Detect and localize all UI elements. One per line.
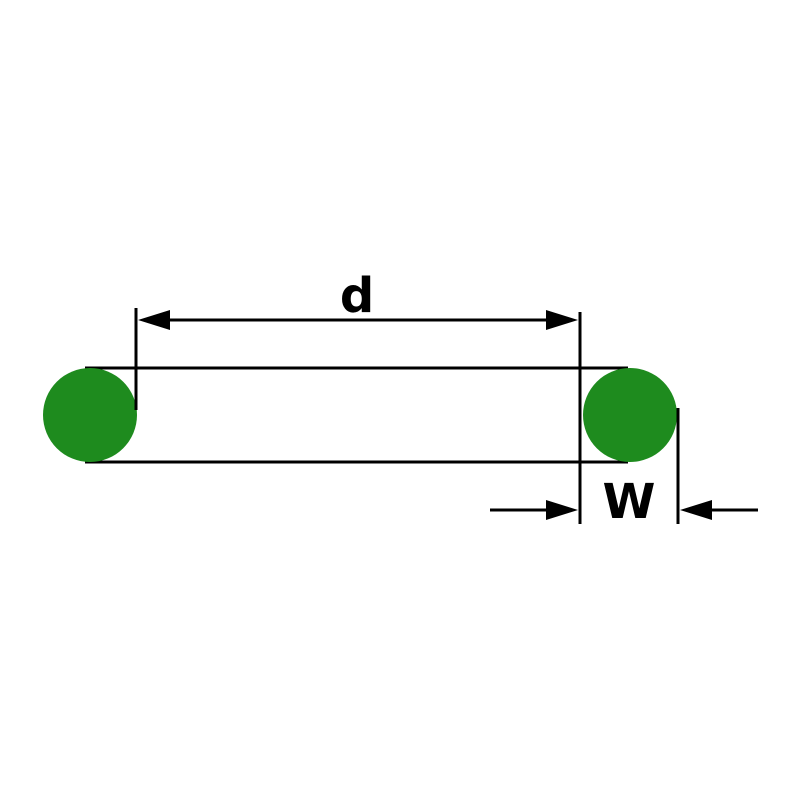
ring-cross-section-right	[583, 368, 677, 462]
w-arrowhead-right-icon	[680, 500, 712, 520]
w-arrowhead-left-icon	[546, 500, 578, 520]
ring-cross-section-left	[43, 368, 137, 462]
w-dimension-label: W	[603, 474, 656, 530]
d-dimension-label: d	[340, 268, 374, 324]
d-arrowhead-left-icon	[138, 310, 170, 330]
d-arrowhead-right-icon	[546, 310, 578, 330]
